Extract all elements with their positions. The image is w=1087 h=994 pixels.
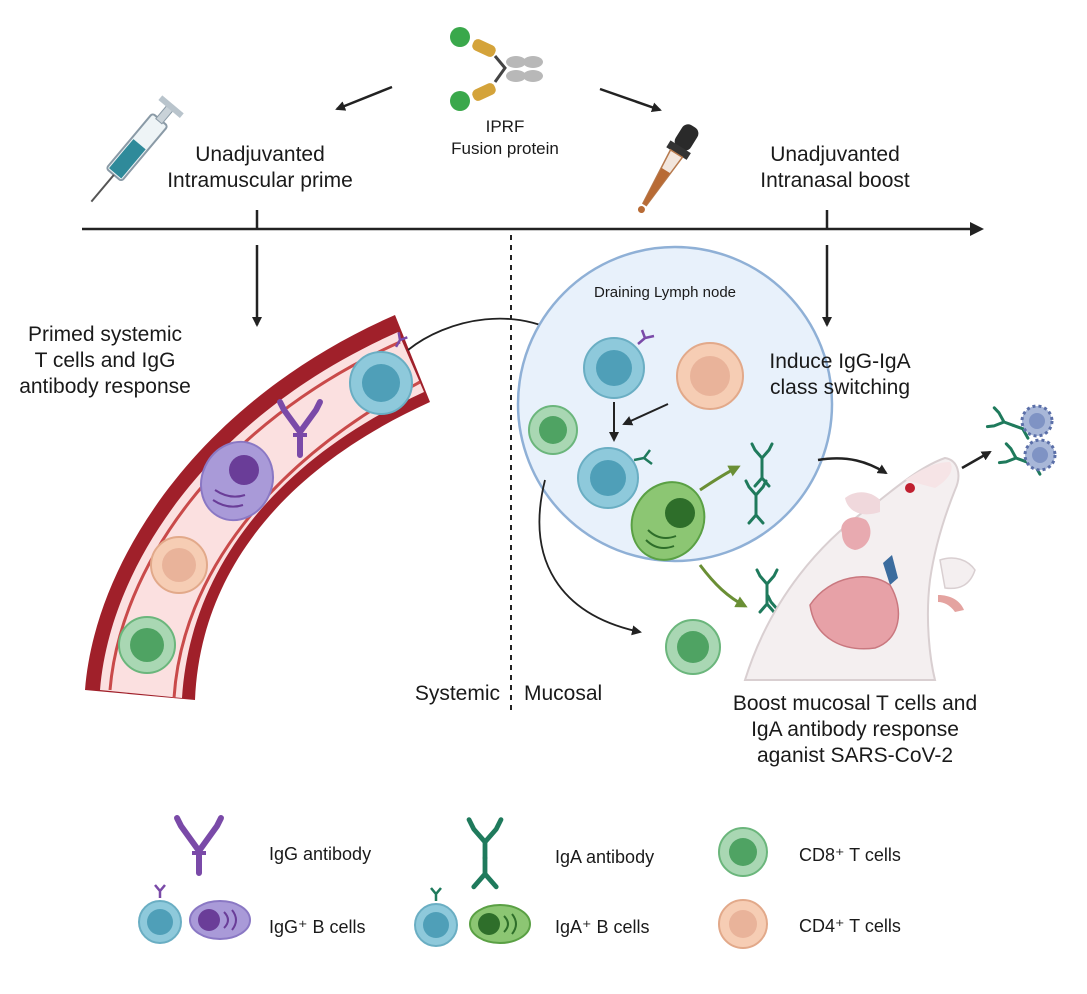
legend-cd8-cell-icon (718, 827, 768, 877)
lymph-b-cell-iga (577, 447, 653, 509)
vessel-b-cell (349, 351, 413, 415)
lymph-b-cell-igg (583, 329, 655, 399)
legend-igg-b-cell-icon (138, 884, 182, 944)
arrow-cd8-migration (538, 479, 642, 636)
mucosal-response-line1: Boost mucosal T cells and (732, 692, 978, 715)
sars-cov-2-virus-icon (1020, 404, 1054, 438)
syringe-icon (90, 95, 184, 203)
mucosal-cd8-cell (665, 619, 721, 675)
prime-label-line2: Intramuscular prime (167, 169, 353, 192)
legend-iga-b-cells-label: IgA⁺ B cells (555, 917, 650, 937)
mucosal-response-line3: aganist SARS-CoV-2 (756, 744, 954, 767)
mucosal-response-line2: IgA antibody response (751, 718, 959, 741)
mucosal-label: Mucosal (524, 682, 603, 705)
arrow-lymph-to-mouse (817, 457, 888, 475)
systemic-response-label: Primed systemic T cells and IgG antibody… (0, 322, 210, 400)
legend-igg-plasma-cell-icon (189, 900, 251, 940)
systemic-label: Systemic (414, 682, 500, 705)
sars-cov-2-virus-icon-2 (1023, 438, 1057, 472)
arrow-cd4-help (622, 403, 669, 426)
prime-label-line1: Unadjuvanted (195, 143, 325, 166)
legend-igg-antibody-label: IgG antibody (269, 844, 372, 864)
prime-label: Unadjuvanted Intramuscular prime (150, 142, 370, 194)
vessel-igg-antibody (277, 399, 323, 458)
boost-label-line1: Unadjuvanted (770, 143, 900, 166)
vessel-b-cell-antibody (394, 332, 408, 348)
legend-cd8-label: CD8⁺ T cells (799, 845, 901, 865)
class-switch-line1: Induce IgG-IgA (769, 350, 911, 373)
class-switch-label: Induce IgG-IgA class switching (745, 349, 935, 401)
vessel-cd4-cell (150, 536, 208, 594)
systemic-response-line2: T cells and IgG (34, 349, 176, 372)
class-switch-line2: class switching (769, 376, 911, 399)
legend-igg-b-cells-label: IgG⁺ B cells (269, 917, 366, 937)
lymph-cd8-cell (528, 405, 578, 455)
legend-igg-antibody-icon (174, 815, 224, 876)
arrow-to-boost (599, 87, 662, 113)
fusion-protein-name: IPRF (485, 117, 525, 136)
lymph-iga-plasma-cell (630, 481, 706, 561)
legend-iga-antibody-label: IgA antibody (555, 847, 655, 867)
boost-label-line2: Intranasal boost (760, 169, 910, 192)
mouse-illustration (743, 456, 976, 681)
arrow-mouse-to-virus (961, 450, 992, 470)
arrow-iga-to-mucosa (698, 564, 748, 608)
fusion-protein-caption: Fusion protein (451, 139, 559, 158)
vessel-cd8-cell (118, 616, 176, 674)
vessel-plasma-cell (200, 440, 274, 522)
legend-cd4-cell-icon (718, 899, 768, 949)
legend-cd4-label: CD4⁺ T cells (799, 916, 901, 936)
systemic-response-line3: antibody response (19, 375, 191, 398)
lymph-cd4-cell (676, 342, 744, 410)
arrow-to-prime (335, 85, 393, 111)
fusion-protein-label: IPRF Fusion protein (425, 116, 585, 160)
boost-label: Unadjuvanted Intranasal boost (735, 142, 935, 194)
mucosal-response-label: Boost mucosal T cells and IgA antibody r… (700, 691, 1010, 769)
legend-iga-plasma-cell-icon (469, 904, 531, 944)
dropper-icon (637, 124, 699, 214)
arrow-iga-secretion (699, 465, 741, 492)
legend-iga-b-cell-icon (414, 887, 458, 947)
fusion-protein-icon (450, 27, 543, 111)
legend-iga-antibody-icon (469, 820, 501, 887)
lymph-node-label: Draining Lymph node (593, 284, 737, 301)
systemic-response-line1: Primed systemic (27, 323, 183, 346)
